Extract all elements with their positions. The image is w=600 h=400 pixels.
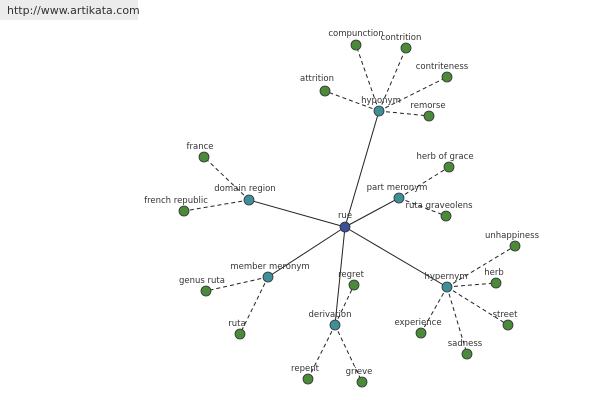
node-label-part-meronym[interactable]: part meronym [367, 183, 428, 193]
edge-hyponym-compunction [355, 44, 380, 112]
node-label-street[interactable]: street [493, 310, 519, 320]
node-label-contrition[interactable]: contrition [381, 33, 422, 43]
node-label-remorse[interactable]: remorse [410, 101, 445, 111]
node-remorse[interactable] [423, 110, 435, 122]
node-label-genus-ruta[interactable]: genus ruta [179, 276, 225, 286]
node-label-ruta[interactable]: ruta [228, 319, 245, 329]
edge-derivation-regret [334, 284, 355, 326]
node-attrition[interactable] [319, 85, 331, 97]
node-label-french-republic[interactable]: french republic [144, 196, 208, 206]
node-label-herb[interactable]: herb [484, 268, 504, 278]
node-label-hyponym[interactable]: hyponym [361, 96, 401, 106]
edge-rue-member-meronym [267, 226, 346, 278]
edge-member-meronym-ruta [239, 276, 269, 335]
node-unhappiness[interactable] [509, 240, 521, 252]
url-link[interactable]: http://www.artikata.com [7, 4, 140, 17]
node-label-rue[interactable]: rue [338, 211, 352, 221]
node-repent[interactable] [302, 373, 314, 385]
node-domain-region[interactable] [243, 194, 255, 206]
node-french-republic[interactable] [178, 205, 190, 217]
node-france[interactable] [198, 151, 210, 163]
node-label-repent[interactable]: repent [291, 364, 320, 374]
node-ruta[interactable] [234, 328, 246, 340]
edge-rue-hyponym [344, 110, 380, 228]
node-label-member-meronym[interactable]: member meronym [230, 262, 309, 272]
node-compunction[interactable] [350, 39, 362, 51]
node-label-derivation[interactable]: derivation [308, 310, 351, 320]
node-label-france[interactable]: france [187, 142, 214, 152]
edge-rue-hypernym [344, 226, 448, 288]
edge-member-meronym-genus-ruta [205, 276, 269, 292]
edge-rue-derivation [334, 226, 346, 326]
node-regret[interactable] [348, 279, 360, 291]
node-label-attrition[interactable]: attrition [300, 74, 334, 84]
node-label-compunction[interactable]: compunction [328, 29, 383, 39]
edge-hyponym-remorse [378, 110, 430, 117]
edge-domain-region-france [203, 156, 250, 201]
node-label-regret[interactable]: regret [338, 270, 364, 280]
node-herb[interactable] [490, 277, 502, 289]
node-part-meronym[interactable] [393, 192, 405, 204]
node-street[interactable] [502, 319, 514, 331]
node-label-sadness[interactable]: sadness [448, 339, 483, 349]
node-label-unhappiness[interactable]: unhappiness [485, 231, 540, 241]
node-label-experience[interactable]: experience [394, 318, 441, 328]
edge-hypernym-herb [446, 282, 497, 288]
edge-hyponym-contrition [378, 47, 407, 112]
edge-layer [183, 44, 516, 383]
node-member-meronym[interactable] [262, 271, 274, 283]
node-contrition[interactable] [400, 42, 412, 54]
node-layer [178, 39, 521, 388]
node-label-domain-region[interactable]: domain region [214, 184, 275, 194]
node-label-ruta-graveolens[interactable]: ruta graveolens [405, 201, 473, 211]
node-label-hypernym[interactable]: hypernym [424, 272, 467, 282]
node-label-contriteness[interactable]: contriteness [416, 62, 469, 72]
edge-derivation-repent [307, 324, 336, 380]
node-herb-of-grace[interactable] [443, 161, 455, 173]
edge-domain-region-french-republic [183, 199, 250, 212]
edge-hypernym-experience [420, 286, 448, 334]
node-sadness[interactable] [461, 348, 473, 360]
edge-hypernym-unhappiness [446, 245, 516, 288]
node-hyponym[interactable] [373, 105, 385, 117]
edge-part-meronym-ruta-graveolens [398, 197, 447, 217]
node-label-herb-of-grace[interactable]: herb of grace [416, 152, 473, 162]
node-rue[interactable] [339, 221, 351, 233]
edge-rue-part-meronym [344, 197, 400, 228]
node-experience[interactable] [415, 327, 427, 339]
edge-rue-domain-region [248, 199, 346, 228]
edge-hypernym-sadness [446, 286, 468, 355]
edge-derivation-grieve [334, 324, 363, 383]
node-hypernym[interactable] [441, 281, 453, 293]
node-genus-ruta[interactable] [200, 285, 212, 297]
url-banner[interactable]: http://www.artikata.com [0, 0, 140, 20]
node-ruta-graveolens[interactable] [440, 210, 452, 222]
node-contriteness[interactable] [441, 71, 453, 83]
edge-hypernym-street [446, 286, 509, 326]
edge-hyponym-attrition [324, 90, 380, 112]
edge-hyponym-contriteness [378, 76, 448, 112]
edge-part-meronym-herb-of-grace [398, 166, 450, 199]
node-grieve[interactable] [356, 376, 368, 388]
node-label-grieve[interactable]: grieve [346, 367, 373, 377]
node-derivation[interactable] [329, 319, 341, 331]
